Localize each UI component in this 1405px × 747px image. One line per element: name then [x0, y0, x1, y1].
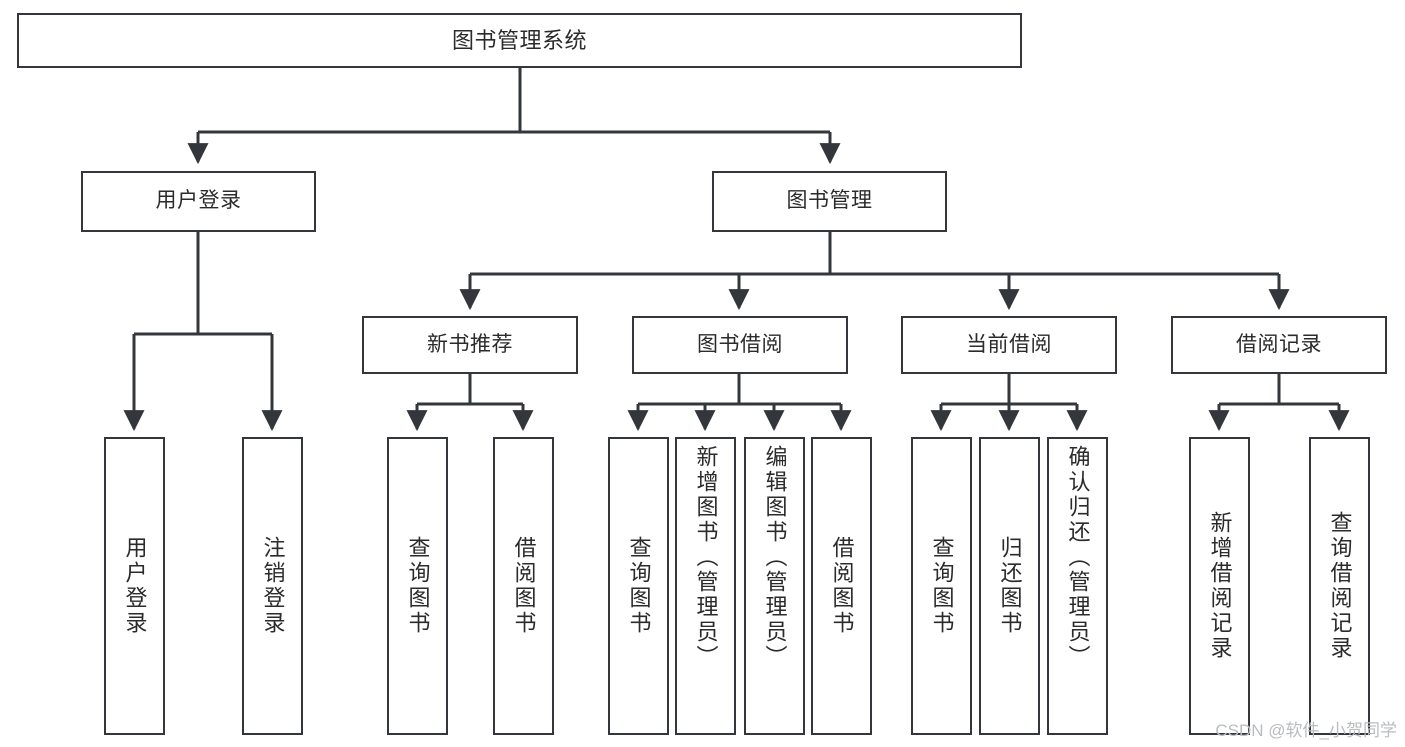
node-new-book-rec-label: 新书推荐 [427, 332, 513, 356]
leaf-query-record-label: 查询借阅记录 [1327, 511, 1353, 661]
leaf-edit-book-label: 编辑图书（管理员） [762, 445, 788, 670]
node-root[interactable]: 图书管理系统 [17, 13, 1022, 68]
leaf-edit-book[interactable]: 编辑图书（管理员） [744, 437, 805, 735]
leaf-logout[interactable]: 注销登录 [242, 437, 303, 735]
node-root-label: 图书管理系统 [451, 27, 587, 53]
node-user-login[interactable]: 用户登录 [81, 171, 316, 232]
leaf-borrow-book-1[interactable]: 借阅图书 [493, 437, 554, 735]
leaf-query-record[interactable]: 查询借阅记录 [1309, 437, 1370, 735]
node-borrow-record-label: 借阅记录 [1236, 332, 1322, 356]
leaf-user-login-label: 用户登录 [122, 536, 148, 636]
leaf-borrow-book-2[interactable]: 借阅图书 [811, 437, 872, 735]
node-book-borrow-label: 图书借阅 [697, 332, 783, 356]
leaf-confirm-return-label: 确认归还（管理员） [1065, 445, 1091, 670]
leaf-query-book-1[interactable]: 查询图书 [387, 437, 448, 735]
node-current-borrow[interactable]: 当前借阅 [901, 316, 1117, 374]
leaf-return-book[interactable]: 归还图书 [979, 437, 1040, 735]
node-book-borrow[interactable]: 图书借阅 [632, 316, 848, 374]
leaf-query-book-2-label: 查询图书 [626, 536, 652, 636]
leaf-confirm-return[interactable]: 确认归还（管理员） [1047, 437, 1108, 735]
leaf-query-book-3[interactable]: 查询图书 [911, 437, 972, 735]
node-new-book-rec[interactable]: 新书推荐 [362, 316, 578, 374]
leaf-add-record-label: 新增借阅记录 [1207, 511, 1233, 661]
node-book-manage[interactable]: 图书管理 [712, 171, 947, 232]
leaf-add-book-label: 新增图书（管理员） [693, 445, 719, 670]
leaf-query-book-1-label: 查询图书 [405, 536, 431, 636]
leaf-logout-label: 注销登录 [260, 536, 286, 636]
leaf-borrow-book-2-label: 借阅图书 [829, 536, 855, 636]
leaf-query-book-2[interactable]: 查询图书 [608, 437, 669, 735]
leaf-user-login[interactable]: 用户登录 [104, 437, 165, 735]
leaf-add-book[interactable]: 新增图书（管理员） [675, 437, 736, 735]
node-current-borrow-label: 当前借阅 [966, 332, 1052, 356]
leaf-query-book-3-label: 查询图书 [929, 536, 955, 636]
leaf-return-book-label: 归还图书 [997, 536, 1023, 636]
node-book-manage-label: 图书管理 [786, 189, 873, 213]
csdn-watermark: CSDN @软件_小贺同学 [1215, 721, 1397, 740]
leaf-borrow-book-1-label: 借阅图书 [511, 536, 537, 636]
node-borrow-record[interactable]: 借阅记录 [1171, 316, 1387, 374]
leaf-add-record[interactable]: 新增借阅记录 [1189, 437, 1250, 735]
node-user-login-label: 用户登录 [155, 189, 242, 213]
